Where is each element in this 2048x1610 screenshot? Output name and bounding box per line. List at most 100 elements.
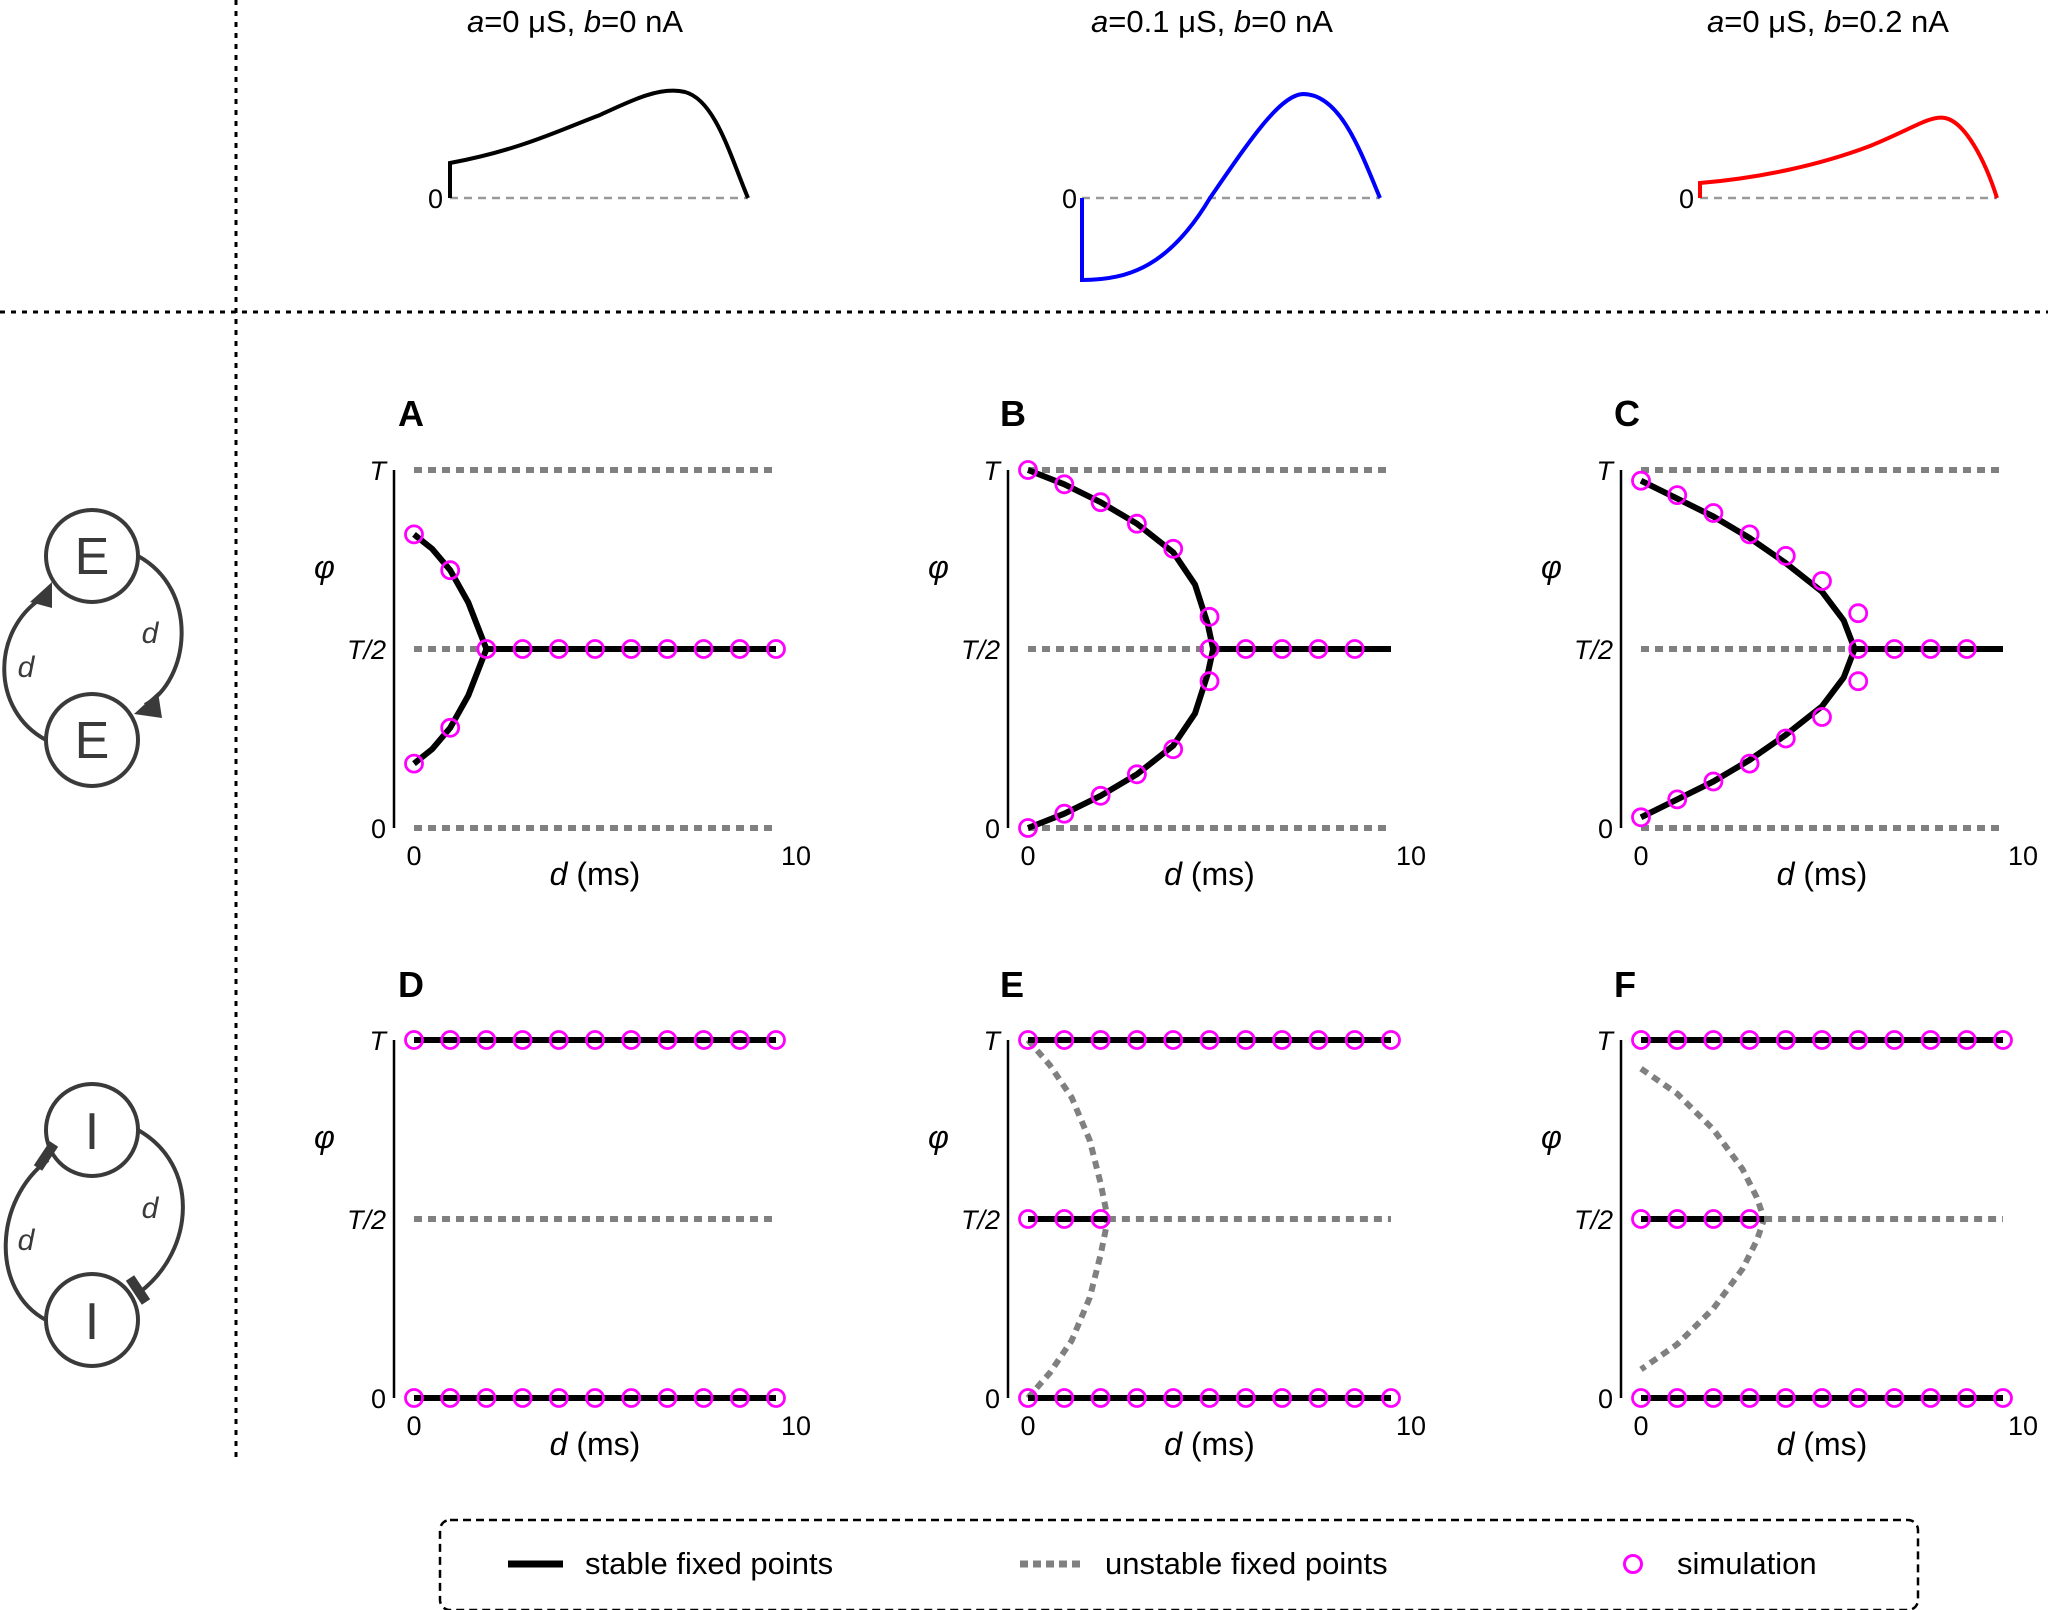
y-axis-label: φ bbox=[928, 549, 949, 585]
simulation-point bbox=[1884, 639, 1905, 659]
simulation-point bbox=[1344, 1388, 1365, 1408]
simulation-point bbox=[1884, 1030, 1905, 1050]
excitatory-motif: E E d d bbox=[2, 508, 184, 788]
simulation-point bbox=[1812, 571, 1832, 591]
simulation-point bbox=[766, 1388, 786, 1408]
simulation-point bbox=[1920, 639, 1941, 659]
simulation-point bbox=[1199, 1030, 1220, 1050]
simulation-point bbox=[1884, 1388, 1905, 1408]
x-axis-label-var: d bbox=[1164, 856, 1183, 892]
y-tick-label: T/2 bbox=[961, 635, 1000, 665]
prc-curve-3: 0 bbox=[1679, 115, 1999, 214]
simulation-point bbox=[1920, 1388, 1941, 1408]
panel-label-F: F bbox=[1614, 964, 1636, 1005]
simulation-point bbox=[621, 1388, 642, 1408]
x-axis-label-var: d bbox=[1777, 1426, 1796, 1462]
simulation-point bbox=[1054, 474, 1075, 495]
simulation-point bbox=[548, 1388, 569, 1408]
simulation-point bbox=[1308, 639, 1329, 659]
neuron-i-top-label: I bbox=[85, 1103, 99, 1161]
simulation-point bbox=[1631, 1209, 1651, 1229]
x-axis-label-unit: (ms) bbox=[1182, 856, 1255, 892]
x-axis-label: d (ms) bbox=[1777, 856, 1868, 892]
simulation-point bbox=[1163, 1030, 1184, 1050]
simulation-point bbox=[548, 1030, 569, 1050]
simulation-point bbox=[1739, 1388, 1760, 1408]
simulation-point bbox=[1739, 1209, 1760, 1229]
simulation-point bbox=[1018, 460, 1038, 480]
simulation-point bbox=[693, 639, 714, 659]
simulation-point bbox=[440, 560, 461, 581]
simulation-point bbox=[1090, 492, 1111, 513]
simulation-point bbox=[1667, 1030, 1688, 1050]
x-axis-label-var: d bbox=[550, 856, 569, 892]
stable-fixed-point-line bbox=[412, 532, 490, 651]
simulation-point bbox=[1018, 1209, 1038, 1229]
stable-fixed-point-line bbox=[1026, 467, 1217, 650]
simulation-point bbox=[1631, 807, 1651, 828]
y-axis-label: φ bbox=[928, 1119, 949, 1155]
inhibitory-motif: I I d d bbox=[3, 1082, 185, 1368]
y-tick-label: T/2 bbox=[1574, 1205, 1613, 1235]
simulation-point bbox=[657, 1030, 678, 1050]
simulation-point bbox=[1272, 639, 1292, 659]
simulation-point bbox=[766, 639, 786, 659]
x-axis-label-var: d bbox=[1164, 1426, 1183, 1462]
neuron-i-bottom-label: I bbox=[85, 1293, 99, 1351]
simulation-point bbox=[1127, 1030, 1147, 1050]
simulation-point bbox=[1775, 1030, 1796, 1050]
simulation-point bbox=[1344, 639, 1365, 659]
simulation-point bbox=[1054, 1388, 1075, 1408]
x-axis-label: d (ms) bbox=[550, 856, 641, 892]
simulation-point bbox=[512, 639, 533, 659]
simulation-point bbox=[621, 1030, 642, 1050]
simulation-point bbox=[1812, 707, 1832, 727]
simulation-point bbox=[1848, 603, 1869, 624]
panel-label-C: C bbox=[1614, 393, 1640, 434]
simulation-point bbox=[404, 1388, 424, 1408]
simulation-point bbox=[1775, 546, 1796, 566]
simulation-point bbox=[1018, 1388, 1038, 1408]
y-axis-label: φ bbox=[1541, 549, 1562, 585]
x-tick-label: 10 bbox=[1396, 1411, 1426, 1441]
inhibitory-bar-icon bbox=[125, 1275, 151, 1305]
simulation-point bbox=[1054, 1209, 1075, 1229]
delay-label-i-left: d bbox=[18, 1224, 36, 1257]
simulation-point bbox=[621, 639, 642, 659]
y-tick-label: T/2 bbox=[961, 1205, 1000, 1235]
x-axis-label-var: d bbox=[1777, 856, 1796, 892]
simulation-point bbox=[1631, 1388, 1651, 1408]
simulation-point bbox=[1090, 785, 1111, 806]
x-tick-label: 0 bbox=[1633, 1411, 1648, 1441]
simulation-point bbox=[1993, 1030, 2013, 1050]
x-axis-label: d (ms) bbox=[1164, 856, 1255, 892]
simulation-point bbox=[1703, 503, 1724, 523]
simulation-point bbox=[1235, 639, 1256, 659]
simulation-point bbox=[1381, 1388, 1401, 1408]
y-tick-label: 0 bbox=[985, 1384, 1000, 1414]
simulation-point bbox=[1199, 671, 1220, 692]
simulation-point bbox=[1812, 1030, 1832, 1050]
simulation-point bbox=[476, 1388, 497, 1408]
x-tick-label: 0 bbox=[1633, 841, 1648, 871]
simulation-point bbox=[1956, 1388, 1977, 1408]
simulation-point bbox=[1667, 485, 1688, 506]
prc-zero-label-3: 0 bbox=[1679, 184, 1694, 214]
simulation-point bbox=[476, 639, 497, 659]
simulation-point bbox=[1848, 1388, 1869, 1408]
simulation-point bbox=[1631, 470, 1651, 491]
x-axis-label: d (ms) bbox=[550, 1426, 641, 1462]
simulation-point bbox=[657, 639, 678, 659]
legend: stable fixed points unstable fixed point… bbox=[438, 1518, 1920, 1610]
simulation-point bbox=[1199, 1388, 1220, 1408]
simulation-point bbox=[1667, 1388, 1688, 1408]
simulation-point bbox=[1163, 538, 1184, 559]
simulation-point bbox=[1344, 1030, 1365, 1050]
x-axis-label-unit: (ms) bbox=[567, 856, 640, 892]
simulation-point bbox=[1235, 1030, 1256, 1050]
simulation-point bbox=[1018, 1030, 1038, 1050]
x-tick-label: 10 bbox=[781, 1411, 811, 1441]
